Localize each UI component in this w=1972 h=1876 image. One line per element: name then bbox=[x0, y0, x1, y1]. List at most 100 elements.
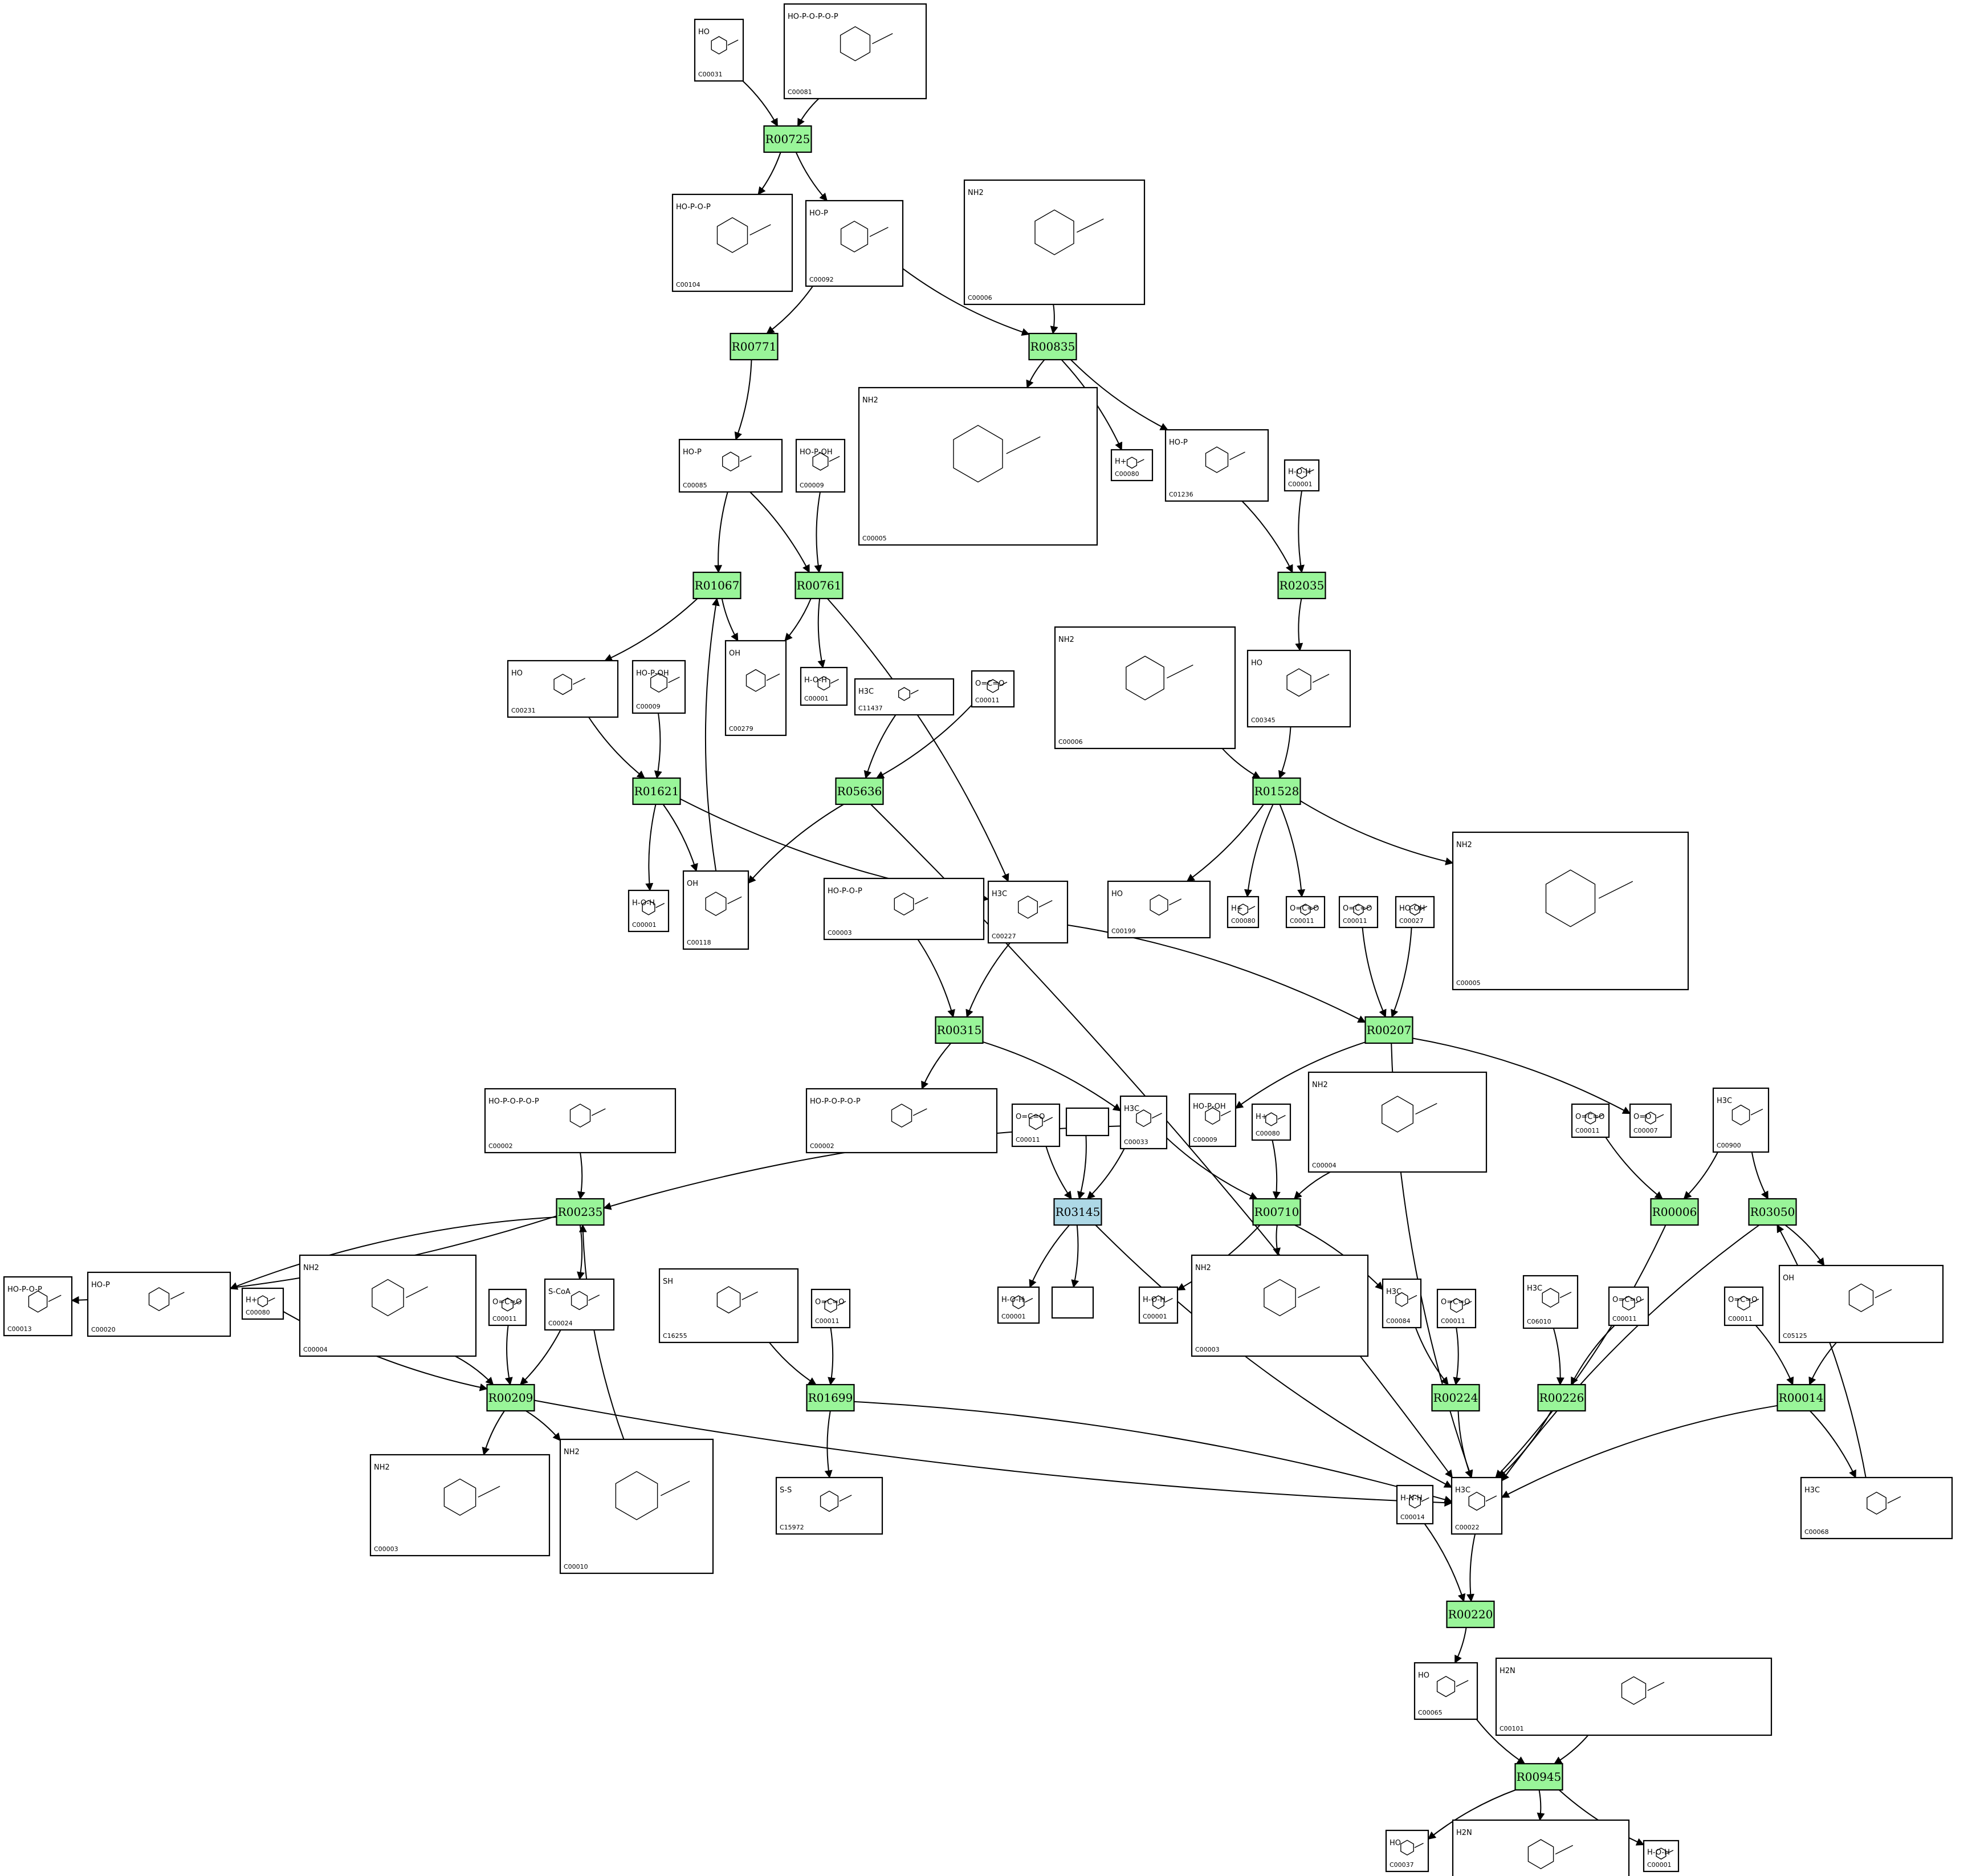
compound-node[interactable]: H+C00080 bbox=[241, 1287, 284, 1320]
reaction-edge bbox=[1809, 1410, 1856, 1479]
reaction-node[interactable]: R00725 bbox=[763, 125, 812, 153]
reaction-node[interactable]: R02035 bbox=[1277, 571, 1326, 600]
reaction-node[interactable]: R03050 bbox=[1748, 1198, 1797, 1226]
reaction-node[interactable]: R00761 bbox=[794, 571, 844, 600]
reaction-node[interactable]: R01528 bbox=[1252, 777, 1301, 805]
reaction-node[interactable]: R01621 bbox=[632, 777, 681, 805]
reaction-node[interactable]: R00224 bbox=[1431, 1383, 1480, 1412]
reaction-label: R01528 bbox=[1254, 784, 1299, 798]
reaction-node[interactable]: R01699 bbox=[806, 1383, 855, 1412]
compound-node[interactable]: H+C00080 bbox=[1227, 896, 1260, 929]
reaction-node[interactable]: R00835 bbox=[1028, 332, 1077, 361]
reaction-node[interactable]: R00220 bbox=[1446, 1600, 1495, 1629]
compound-node[interactable] bbox=[1051, 1286, 1094, 1319]
reaction-node[interactable]: R00771 bbox=[730, 332, 779, 361]
compound-node[interactable]: H2NC00143 bbox=[1452, 1819, 1630, 1876]
reaction-node[interactable]: R00235 bbox=[556, 1198, 605, 1226]
structure-ring bbox=[1867, 1491, 1887, 1515]
reaction-node[interactable]: R00710 bbox=[1252, 1198, 1301, 1226]
structure-fragment: H-O-H bbox=[632, 899, 655, 908]
reaction-node[interactable]: R00006 bbox=[1650, 1198, 1699, 1226]
compound-node[interactable] bbox=[1065, 1107, 1110, 1137]
compound-node[interactable]: H+C00080 bbox=[1110, 449, 1154, 482]
reaction-node[interactable]: R00945 bbox=[1514, 1763, 1563, 1791]
reaction-node[interactable]: R00209 bbox=[486, 1383, 535, 1412]
reaction-node[interactable]: R01067 bbox=[692, 571, 741, 600]
reaction-node[interactable]: R03145 bbox=[1053, 1198, 1102, 1226]
reaction-node[interactable]: R00315 bbox=[935, 1016, 984, 1044]
compound-id: C00011 bbox=[1290, 917, 1314, 925]
reaction-node[interactable]: R00226 bbox=[1537, 1383, 1586, 1412]
reaction-node[interactable]: R00207 bbox=[1364, 1016, 1413, 1044]
reaction-node[interactable]: R00014 bbox=[1777, 1383, 1826, 1412]
structure-ring bbox=[1409, 904, 1420, 916]
reaction-node[interactable]: R05636 bbox=[835, 777, 884, 805]
compound-box bbox=[1110, 449, 1154, 482]
reaction-edge bbox=[577, 1224, 585, 1280]
compound-node[interactable]: H+C00080 bbox=[1251, 1103, 1291, 1141]
